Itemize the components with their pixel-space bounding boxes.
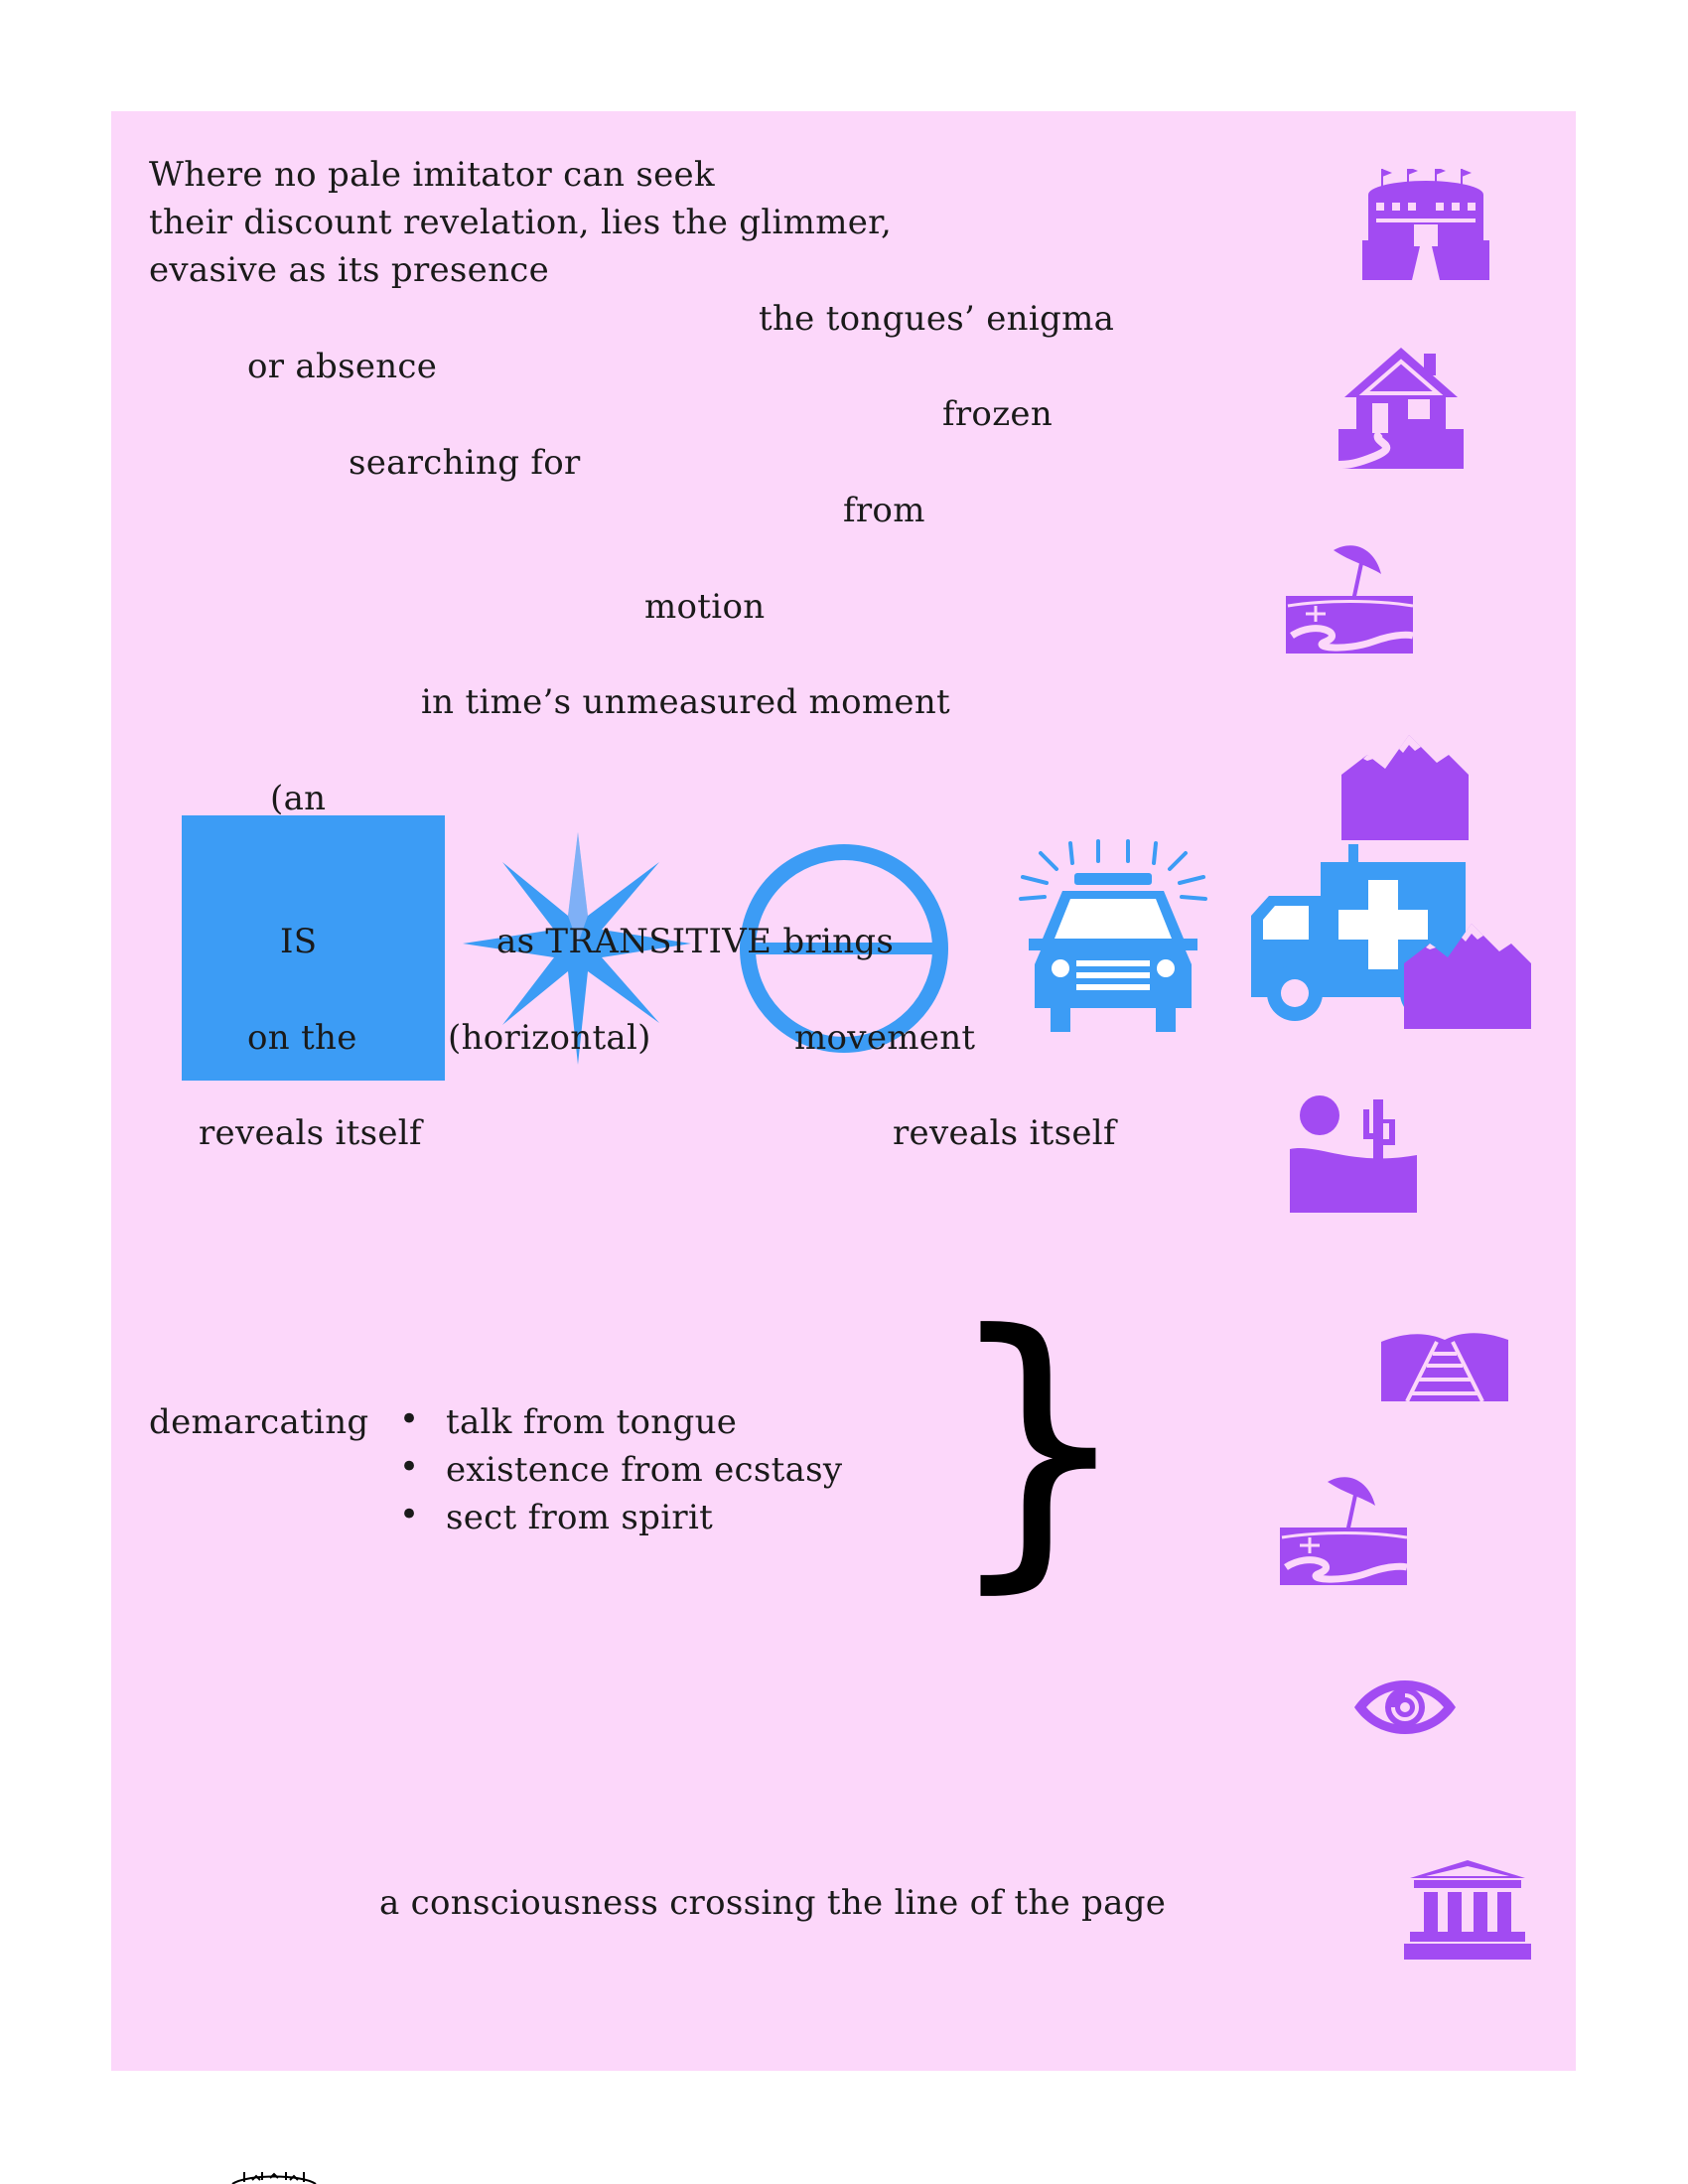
beach-umbrella-icon (1280, 1477, 1407, 1585)
closing-line: a consciousness crossing the line of the… (379, 1883, 1167, 1923)
moment-line: in time’s unmeasured moment (421, 682, 950, 722)
mountain-icon (1404, 924, 1531, 1029)
movement-line: movement (794, 1018, 976, 1058)
railroad-tracks-icon (1381, 1333, 1508, 1401)
bullet-item: existence from ecstasy (446, 1450, 843, 1490)
blue-square-shape (182, 815, 445, 1081)
reveals-itself-left: reveals itself (199, 1113, 422, 1153)
frozen-line: frozen (942, 394, 1054, 434)
house-icon (1338, 348, 1464, 469)
transitive-line: as TRANSITIVE brings (496, 922, 895, 961)
opening-line-1: Where no pale imitator can seek (149, 155, 715, 195)
curly-brace: } (943, 1271, 1134, 1618)
bullet-glyph: • (399, 1495, 420, 1534)
horizontal-line: (horizontal) (448, 1018, 651, 1058)
beach-umbrella-icon (1286, 545, 1413, 654)
opening-line-3: evasive as its presence (149, 250, 550, 290)
mountain-icon (1341, 735, 1469, 840)
bullet-glyph: • (399, 1399, 420, 1439)
bullet-glyph: • (399, 1447, 420, 1487)
bullet-item: sect from spirit (446, 1498, 714, 1537)
compass-star-icon (463, 832, 691, 1065)
demarcating-word: demarcating (149, 1402, 369, 1442)
ring-icon (740, 844, 948, 1053)
enigma-line: the tongues’ enigma (759, 299, 1115, 339)
stadium-icon (231, 2172, 317, 2184)
searching-line: searching for (349, 443, 581, 483)
eye-icon (1354, 1680, 1456, 1734)
is-word: IS (280, 922, 318, 961)
reveals-itself-right: reveals itself (893, 1113, 1116, 1153)
bullet-item: talk from tongue (446, 1402, 738, 1442)
police-car-icon (1019, 839, 1207, 1032)
on-the-line: on the (247, 1018, 357, 1058)
stadium-icon (1362, 169, 1489, 280)
from-line: from (843, 491, 925, 530)
classical-building-icon (1404, 1860, 1531, 1960)
absence-line: or absence (247, 347, 438, 386)
desert-sun-cactus-icon (1290, 1095, 1417, 1213)
poem-page-panel (111, 111, 1576, 2071)
opening-line-2: their discount revelation, lies the glim… (149, 203, 893, 242)
motion-line: motion (644, 587, 766, 627)
an-line: (an (270, 779, 327, 818)
